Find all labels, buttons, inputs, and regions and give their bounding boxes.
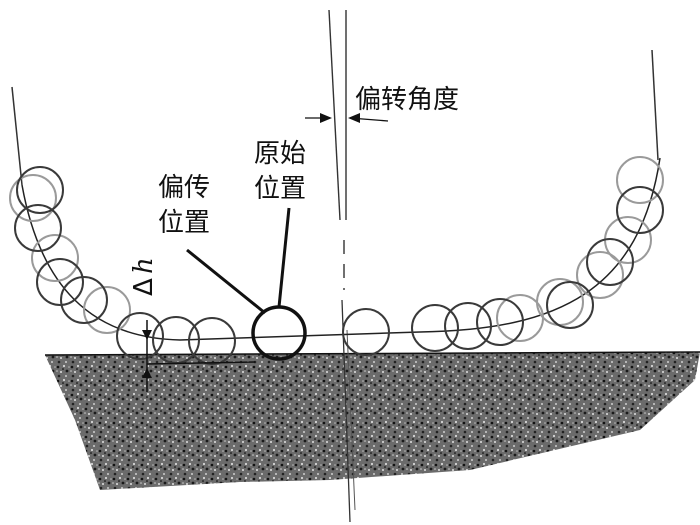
deflected-axis-lower-2: [346, 329, 356, 511]
delta-symbol: Δ: [129, 278, 159, 296]
original-position-label-line2: 位置: [254, 174, 306, 204]
original-position-leader: [277, 207, 291, 308]
original-position-wheel: [251, 305, 307, 361]
road-wheels-dark: [14, 166, 664, 365]
road-wheels-light: [9, 156, 664, 342]
delta-h-arrow-bottom: [142, 368, 152, 378]
angle-arrow-right-head: [348, 113, 360, 123]
delta-h-arrow-top: [142, 330, 152, 340]
angle-arrow-left-head: [320, 113, 332, 123]
track-belt-curve: [21, 157, 661, 341]
right-track-arm: [651, 49, 659, 161]
deflection-angle-label: 偏转角度: [355, 85, 459, 115]
h-symbol: h: [129, 257, 159, 274]
left-track-arm: [11, 86, 23, 186]
ground-terrain: [45, 352, 700, 490]
delta-h-label: Δ h: [129, 257, 159, 296]
deflected-position-leader: [186, 248, 266, 315]
original-position-label-line1: 原始: [254, 139, 306, 169]
delta-h-reference-line: [146, 361, 256, 365]
original-vertical-axis: [328, 9, 341, 221]
deflected-position-label-line1: 偏传: [158, 173, 210, 203]
deflected-position-label-line2: 位置: [158, 208, 210, 238]
